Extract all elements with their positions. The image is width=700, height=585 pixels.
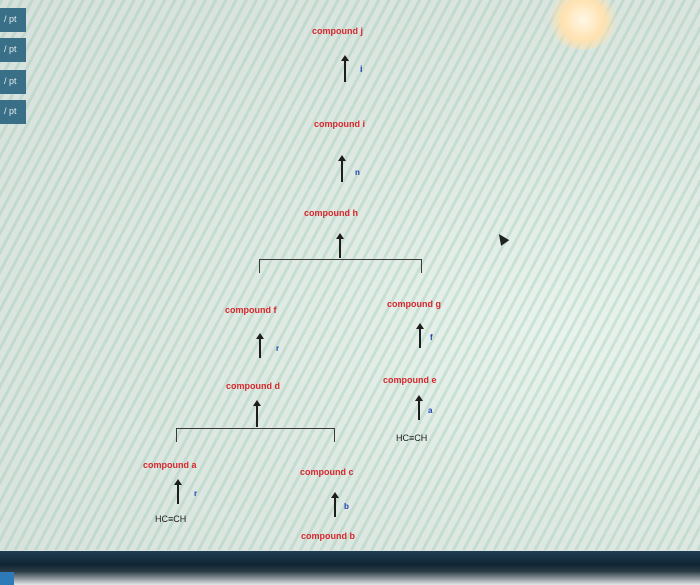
compound-i-label: compound i bbox=[314, 119, 365, 129]
arrow-to-h bbox=[336, 233, 344, 258]
points-tab-1[interactable]: / pt bbox=[0, 8, 26, 32]
reagent-to-a: r bbox=[194, 489, 198, 498]
reagent-to-f: r bbox=[276, 344, 280, 353]
compound-g-label: compound g bbox=[387, 299, 441, 309]
compound-j-label: compound j bbox=[312, 26, 363, 36]
arrow-to-e bbox=[415, 395, 423, 420]
points-tab-3[interactable]: / pt bbox=[0, 70, 26, 94]
join-bracket-ac bbox=[176, 428, 335, 429]
compound-h-label: compound h bbox=[304, 208, 358, 218]
compound-d-label: compound d bbox=[226, 381, 280, 391]
bottom-handle-icon[interactable] bbox=[0, 572, 14, 585]
arrow-to-f bbox=[256, 333, 264, 358]
join-bracket-fg-right bbox=[421, 259, 422, 273]
join-bracket-fg-left bbox=[259, 259, 260, 273]
reagent-to-c: b bbox=[344, 502, 349, 511]
points-tab-4[interactable]: / pt bbox=[0, 100, 26, 124]
join-bracket-fg bbox=[259, 259, 422, 260]
reagent-to-j: i bbox=[360, 64, 363, 74]
reagent-to-g: f bbox=[430, 333, 433, 342]
reagent-to-e: a bbox=[428, 406, 433, 415]
compound-e-label: compound e bbox=[383, 375, 437, 385]
arrow-to-i bbox=[338, 155, 346, 182]
light-glare bbox=[548, 0, 618, 50]
compound-a-label: compound a bbox=[143, 460, 197, 470]
arrow-to-j bbox=[341, 55, 349, 82]
sidebar: / pt / pt / pt / pt bbox=[0, 0, 26, 130]
arrow-to-d bbox=[253, 400, 261, 427]
join-bracket-ac-right bbox=[334, 428, 335, 442]
compound-f-label: compound f bbox=[225, 305, 277, 315]
acetylene-formula-left: HC≡CH bbox=[155, 514, 187, 524]
acetylene-formula-right: HC≡CH bbox=[396, 433, 428, 443]
compound-b-label: compound b bbox=[301, 531, 355, 541]
reagent-to-i: n bbox=[355, 168, 360, 177]
arrow-to-g bbox=[416, 323, 424, 348]
screen-bezel bbox=[0, 551, 700, 585]
arrow-to-c bbox=[331, 492, 339, 517]
compound-c-label: compound c bbox=[300, 467, 354, 477]
join-bracket-ac-left bbox=[176, 428, 177, 442]
screen-area bbox=[0, 0, 700, 550]
points-tab-2[interactable]: / pt bbox=[0, 38, 26, 62]
arrow-to-a bbox=[174, 479, 182, 504]
